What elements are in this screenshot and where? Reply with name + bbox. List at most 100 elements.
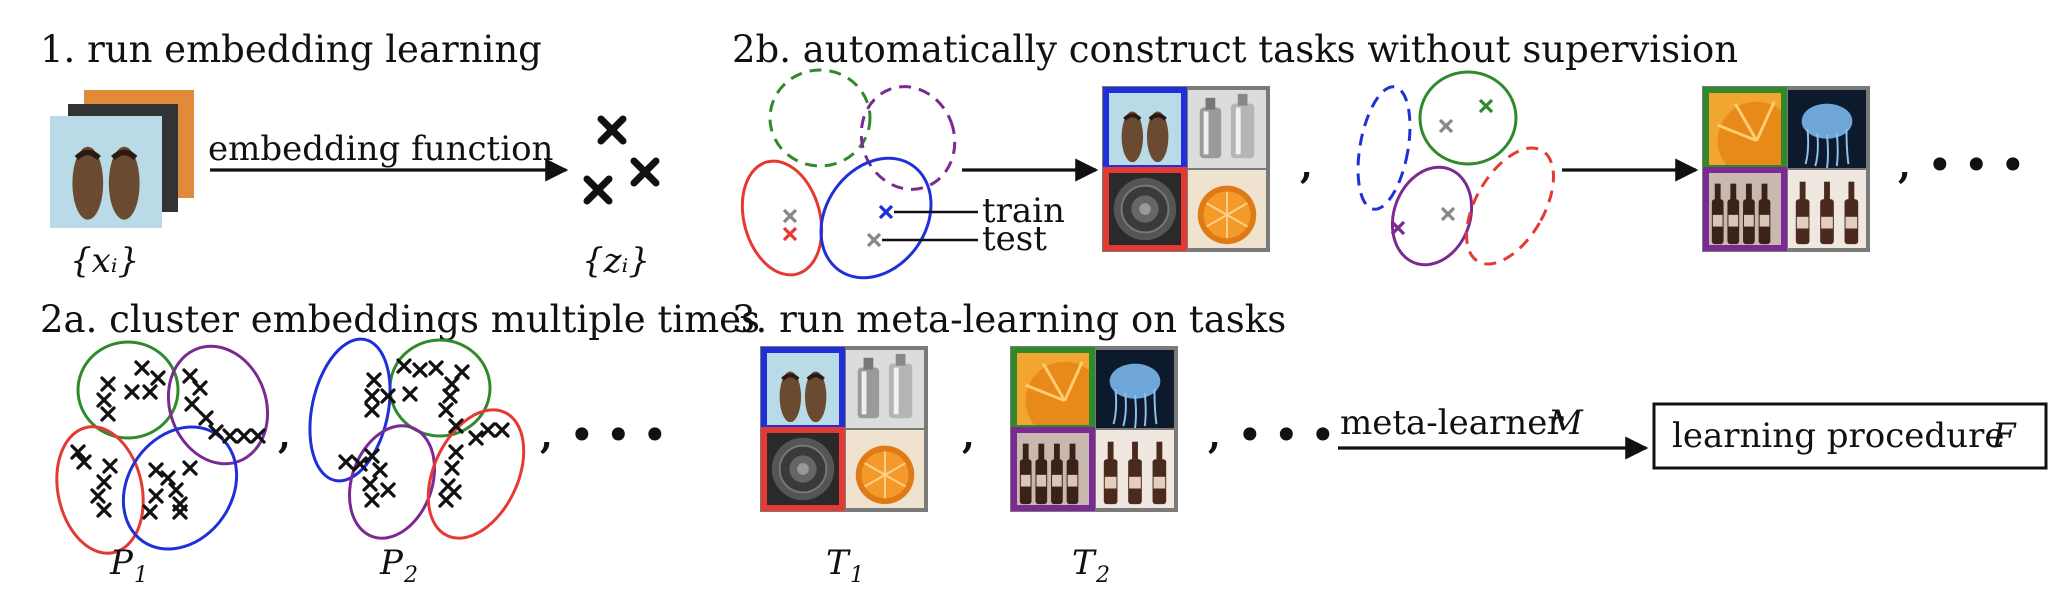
embedding-point-cross [236, 428, 252, 444]
embedding-point-cross [444, 460, 460, 476]
bottles-image-icon [1014, 430, 1092, 508]
embedding-point-cross [70, 444, 86, 460]
comma-separator: , [540, 413, 553, 457]
task1-clusters [740, 68, 957, 280]
comma-separator: , [278, 413, 291, 457]
orange-image-icon [846, 430, 924, 508]
procedure-symbol: F [1991, 416, 2017, 456]
embedding-point-cross [96, 474, 112, 490]
shakers-image-icon [846, 350, 924, 428]
sandals-image-icon [1106, 90, 1184, 168]
embedding-point-cross [448, 418, 464, 434]
partition-2-symbol: P [379, 543, 404, 583]
embedding-point-cross [396, 358, 412, 374]
shakers-image-icon [1188, 90, 1266, 168]
partition-1-symbol: P [109, 543, 134, 583]
embedding-point-cross [96, 392, 112, 408]
partition-2-clusters [308, 337, 526, 540]
cluster-ellipse-red [55, 425, 145, 555]
embedding-point-cross [160, 470, 176, 486]
embedding-point-cross [438, 402, 454, 418]
embedding-point-cross [454, 364, 470, 380]
task2-image-grid [1702, 86, 1870, 252]
embedding-point-cross [208, 424, 224, 440]
step1-title: 1. run embedding learning [40, 28, 542, 71]
sandals-image-icon [50, 116, 162, 228]
embedding-point-cross [100, 406, 116, 422]
comma-separator: , [1208, 413, 1221, 457]
embedding-point-cross [468, 430, 484, 446]
input-images-stack [50, 90, 194, 228]
task1-sample-points [782, 204, 894, 248]
partition-2-subscript: 2 [403, 563, 418, 588]
embedding-point-cross [366, 372, 382, 388]
task-2-symbol: T [1072, 543, 1097, 583]
embedding-point-cross [182, 368, 198, 384]
speaker-image-icon [764, 430, 842, 508]
cluster-ellipse-purple [166, 344, 270, 466]
meta-learner-symbol: M [1547, 403, 1584, 443]
embedding-point-cross [428, 360, 444, 376]
embedding-point-cross [364, 402, 380, 418]
meta-learner-label: meta-learner [1340, 403, 1564, 443]
embedding-point-cross [150, 370, 166, 386]
embeddings-label: {zᵢ} [582, 241, 650, 281]
sandals-image-icon [764, 350, 842, 428]
embedding-point-cross [142, 504, 158, 520]
embedding-point-cross [142, 384, 158, 400]
embedding-point-cross [448, 444, 464, 460]
ellipsis-separator: • • • [1238, 413, 1335, 457]
cluster-ellipse-green [76, 340, 180, 440]
embedding-point-cross [442, 388, 458, 404]
embedding-point-cross [250, 428, 266, 444]
partition-1-points [70, 360, 266, 520]
embedding-point-cross [412, 362, 428, 378]
embedding-point-cross [362, 476, 378, 492]
speaker-image-icon [1106, 170, 1184, 248]
embedding-point-cross [192, 380, 208, 396]
jellyfish-image-icon [1096, 350, 1174, 428]
task2-meta-image-grid [1010, 346, 1178, 512]
jellyfish-image-icon [1788, 90, 1866, 168]
task1-meta-image-grid [760, 346, 928, 512]
embedding-function-label: embedding function [208, 129, 553, 169]
embedding-point-cross [364, 388, 380, 404]
embedding-point-cross [76, 454, 92, 470]
embedding-point-cross [134, 360, 150, 376]
orange-image-icon [1188, 170, 1266, 248]
embedding-point-cross [444, 376, 460, 392]
embedding-point-cross [96, 502, 112, 518]
embedding-point-cross [102, 458, 118, 474]
bottles-image-icon [1706, 170, 1784, 248]
step2a-title: 2a. cluster embeddings multiple times [40, 298, 760, 341]
task2-sample-points [1390, 98, 1494, 236]
bottle-image-icon [1096, 430, 1174, 508]
embedding-point-cross [100, 376, 116, 392]
embedding-point-cross [124, 384, 140, 400]
partition-1-clusters [55, 340, 270, 555]
embedding-point-cross [338, 454, 354, 470]
task1-image-grid [1102, 86, 1270, 252]
embedding-point-cross [148, 488, 164, 504]
step2b-title: 2b. automatically construct tasks withou… [732, 28, 1738, 71]
embedding-point-cross [446, 484, 462, 500]
comma-separator: , [1898, 143, 1911, 187]
embedding-point-cross [222, 428, 238, 444]
embedding-point-cross [402, 386, 418, 402]
embedding-point-cross [372, 462, 388, 478]
step3-title: 3. run meta-learning on tasks [732, 298, 1286, 341]
embedding-point-cross [148, 462, 164, 478]
task-1-symbol: T [826, 543, 851, 583]
test-label: test [982, 219, 1047, 259]
learning-procedure-label: learning procedure [1672, 416, 2004, 456]
embedding-point-cross [90, 488, 106, 504]
learning-procedure-box [1652, 402, 2048, 470]
comma-separator: , [962, 413, 975, 457]
embedding-point-cross [172, 504, 188, 520]
embedding-point-cross [494, 422, 510, 438]
embedding-point-cross [182, 460, 198, 476]
partition-2-points [338, 358, 510, 508]
ellipsis-separator: • • • [570, 413, 667, 457]
embedding-point-cross [168, 482, 184, 498]
